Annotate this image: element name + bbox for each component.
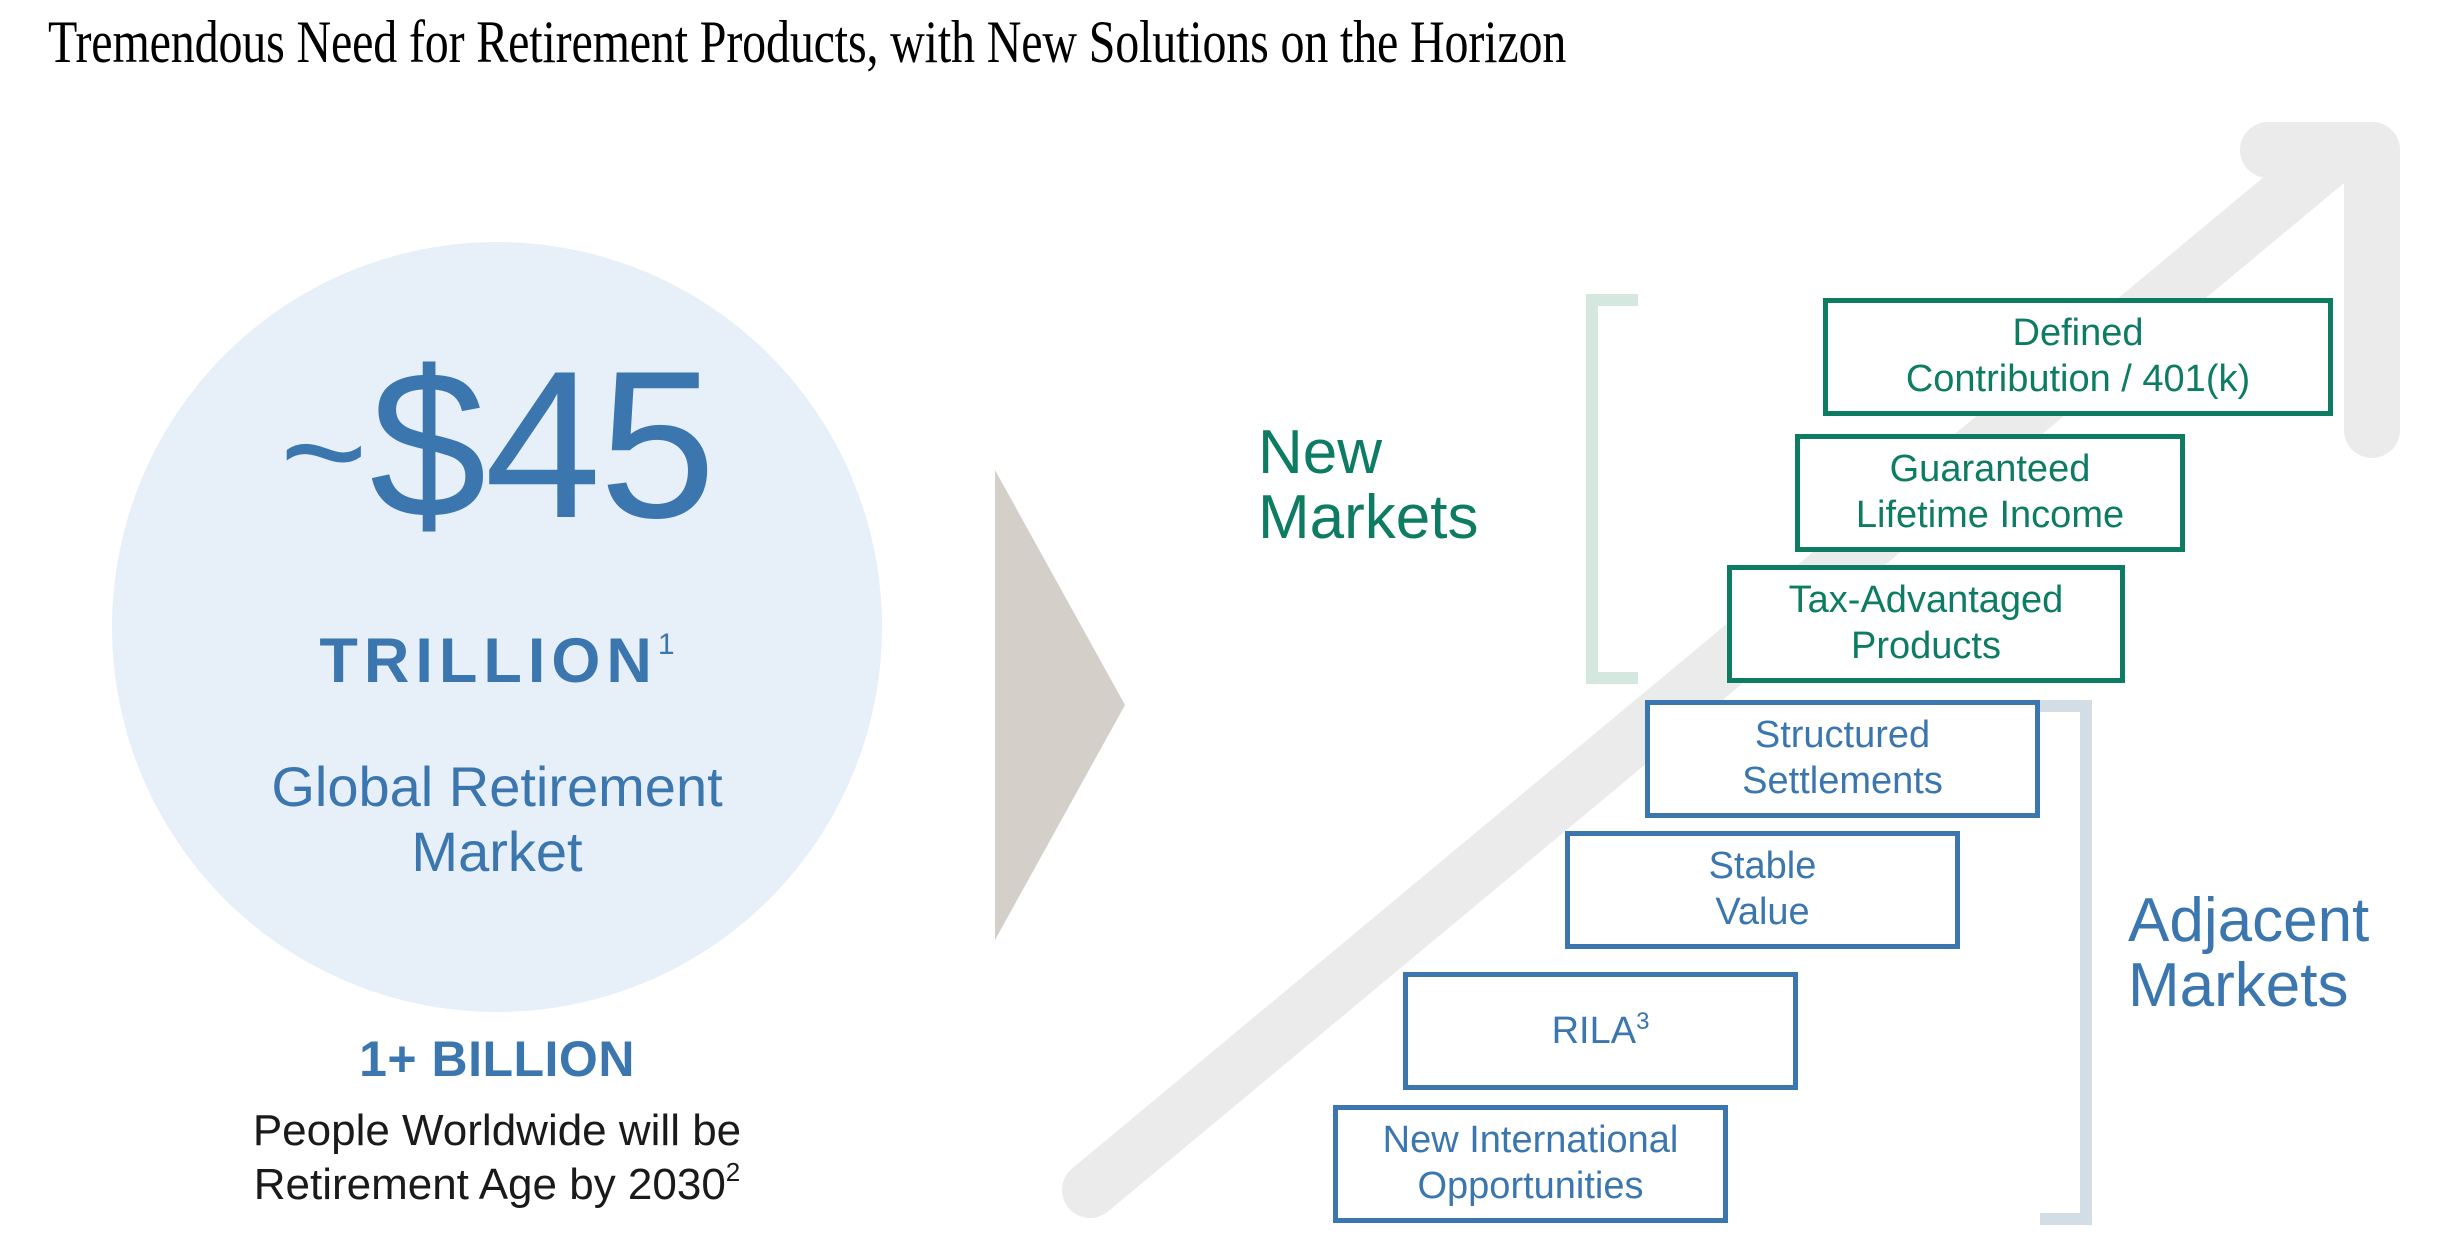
step-box-line1: Guaranteed (1889, 448, 2091, 491)
step-box-defined-contribution[interactable]: Defined Contribution / 401(k) (1823, 298, 2333, 416)
adjacent-markets-label-line1: Adjacent (2128, 886, 2370, 955)
stat-amount: ~$45 (112, 340, 882, 550)
step-box-tax-advantaged-products[interactable]: Tax-Advantaged Products (1727, 565, 2125, 683)
step-box-text: RILA3 (1552, 1008, 1650, 1055)
adjacent-markets-bracket (2040, 700, 2092, 1225)
stat-unit-label: TRILLION (319, 626, 658, 696)
sub-stat-caption: People Worldwide will be Retirement Age … (92, 1105, 902, 1212)
approx-symbol: ~ (280, 367, 370, 535)
step-box-text: Defined Contribution / 401(k) (1906, 311, 2250, 402)
global-retirement-market-circle (112, 242, 882, 1012)
page-title: Tremendous Need for Retirement Products,… (48, 9, 1567, 75)
new-markets-label-line2: Markets (1258, 483, 1479, 553)
step-box-new-international-opportunities[interactable]: New International Opportunities (1333, 1105, 1728, 1223)
sub-stat-caption-line1: People Worldwide will be (252, 1106, 742, 1155)
step-box-text: Guaranteed Lifetime Income (1856, 447, 2124, 538)
adjacent-markets-label-line2: Markets (2128, 951, 2349, 1021)
sub-stat-caption-line2: Retirement Age by 2030 (253, 1160, 726, 1210)
new-markets-label: New Markets (1258, 420, 1558, 550)
step-box-stable-value[interactable]: Stable Value (1565, 831, 1960, 949)
step-box-footnote: 3 (1636, 1007, 1650, 1035)
stat-amount-value: $45 (369, 327, 716, 562)
step-box-text: Tax-Advantaged Products (1789, 578, 2064, 669)
step-box-line1: RILA (1551, 1009, 1637, 1052)
step-box-text: Stable Value (1709, 844, 1817, 935)
step-box-structured-settlements[interactable]: Structured Settlements (1645, 700, 2040, 818)
stat-caption: Global Retirement Market (112, 755, 882, 885)
stat-caption-line2: Market (411, 819, 583, 883)
step-box-line1: Tax-Advantaged (1788, 579, 2064, 622)
step-box-text: Structured Settlements (1742, 713, 1943, 804)
step-box-rila[interactable]: RILA3 (1403, 972, 1798, 1090)
step-box-text: New International Opportunities (1383, 1118, 1679, 1209)
stat-unit: TRILLION1 (112, 625, 882, 697)
step-box-line2: Settlements (1742, 760, 1943, 802)
step-box-line1: Stable (1708, 845, 1817, 888)
stat-caption-line1: Global Retirement (271, 755, 723, 818)
step-box-line1: New International (1382, 1119, 1679, 1162)
new-markets-bracket (1586, 294, 1638, 684)
step-box-line2: Lifetime Income (1855, 494, 2125, 536)
sub-stat-headline: 1+ BILLION (359, 1031, 635, 1087)
stat-unit-footnote: 1 (657, 628, 675, 661)
right-chevron-arrow-icon (995, 470, 1125, 940)
step-box-line1: Defined (2012, 312, 2144, 355)
step-box-line1: Structured (1754, 714, 1931, 757)
step-box-line2: Value (1715, 891, 1810, 933)
step-box-line2: Opportunities (1417, 1165, 1644, 1207)
step-box-line2: Products (1851, 625, 2001, 667)
new-markets-label-line1: New (1258, 418, 1383, 487)
adjacent-markets-label: Adjacent Markets (2128, 888, 2458, 1018)
sub-stat-caption-footnote: 2 (725, 1157, 741, 1188)
step-box-line2: Contribution / 401(k) (1905, 358, 2251, 400)
step-box-guaranteed-lifetime-income[interactable]: Guaranteed Lifetime Income (1795, 434, 2185, 552)
